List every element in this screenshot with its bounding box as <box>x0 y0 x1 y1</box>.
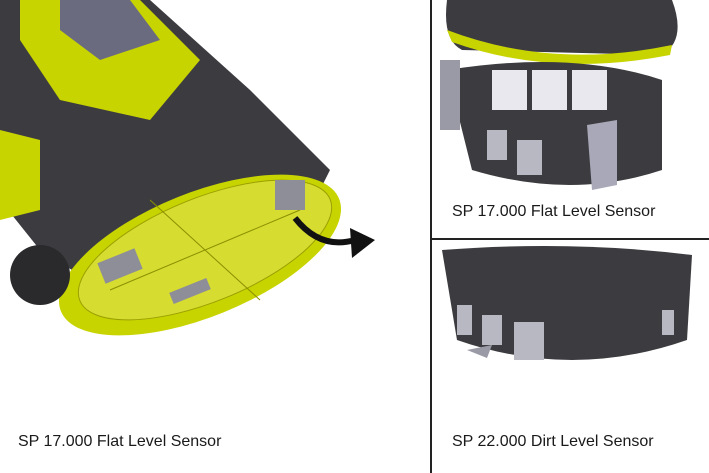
vacuum-base-removal-illustration <box>0 0 375 336</box>
main-caption: SP 17.000 Flat Level Sensor <box>18 433 222 450</box>
horizontal-divider <box>430 238 709 240</box>
vertical-divider <box>430 0 432 473</box>
arrow-icon <box>292 216 356 246</box>
dirt-level-sensor-panel: SP 22.000 Dirt Level Sensor <box>432 240 709 473</box>
flat-level-sensor-illustration <box>440 0 678 190</box>
flat-level-sensor-panel: SP 17.000 Flat Level Sensor <box>432 0 709 238</box>
dirt-level-sensor-illustration <box>442 246 692 360</box>
dirt-level-sensor-caption: SP 22.000 Dirt Level Sensor <box>452 433 654 450</box>
flat-level-sensor-caption: SP 17.000 Flat Level Sensor <box>452 203 656 220</box>
main-illustration-panel: SP 17.000 Flat Level Sensor <box>0 0 375 450</box>
